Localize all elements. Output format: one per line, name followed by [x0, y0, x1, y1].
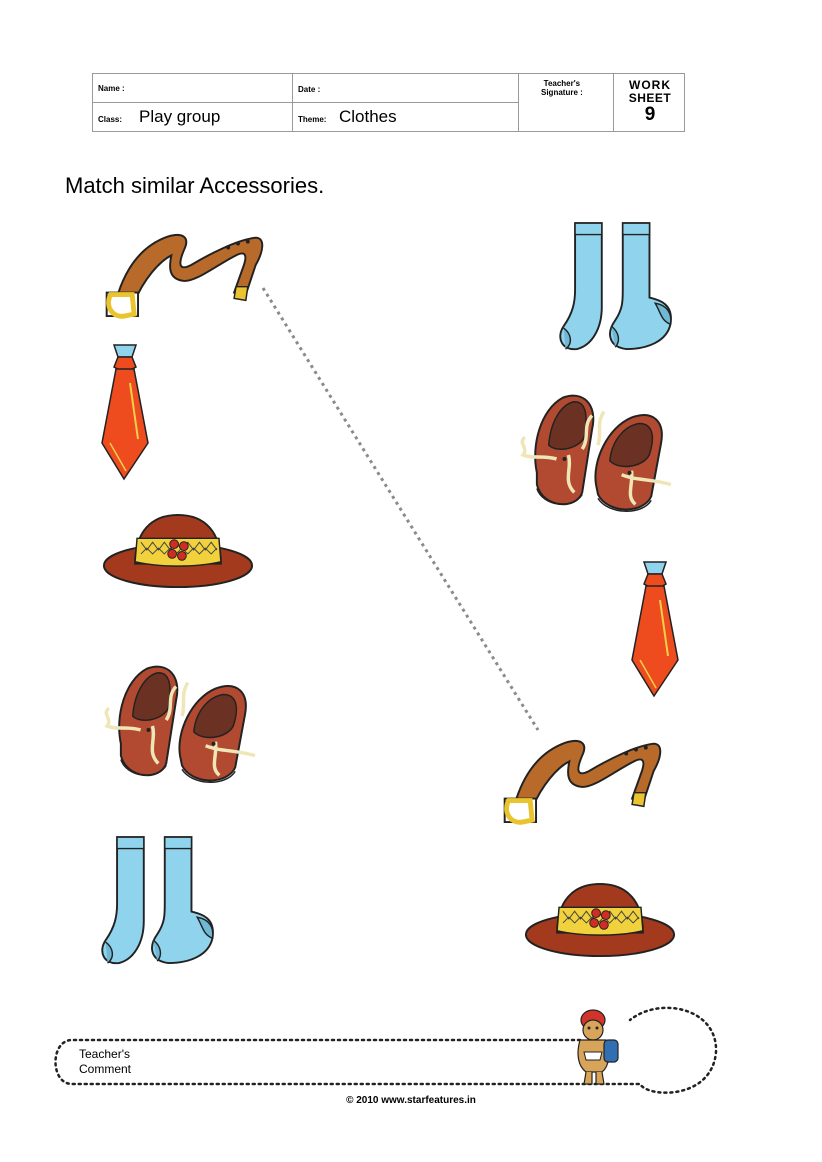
teacher-signature-label: Teacher's Signature : [541, 79, 583, 97]
instruction-title: Match similar Accessories. [65, 173, 325, 198]
worksheet-label-line2: SHEET [628, 91, 672, 105]
class-value: Play group [139, 107, 221, 126]
date-cell[interactable]: Date : [293, 74, 519, 103]
worksheet-label-line1: WORK [629, 78, 671, 92]
class-label: Class: [98, 115, 123, 124]
worksheet-header: Name : Date : Teacher's Signature : Clas… [92, 73, 685, 132]
class-cell: Class: Play group [93, 103, 293, 131]
worksheet-number-badge: WORK SHEET 9 [614, 74, 686, 131]
name-label: Name : [98, 84, 125, 93]
teacher-comment-label: Teacher's Comment [79, 1047, 131, 1077]
teacher-signature-label-line2: Signature : [541, 88, 583, 97]
dotted-match-line [261, 287, 540, 731]
teacher-signature-cell[interactable]: Teacher's Signature : [519, 74, 614, 131]
theme-label: Theme: [298, 115, 327, 124]
date-label: Date : [298, 85, 321, 94]
teacher-comment-label-line1: Teacher's [79, 1047, 130, 1061]
teacher-signature-label-line1: Teacher's [543, 79, 581, 88]
name-cell[interactable]: Name : [93, 74, 293, 103]
mascot-icon [577, 1009, 619, 1085]
teacher-comment-label-line2: Comment [79, 1062, 132, 1076]
theme-cell: Theme: Clothes [293, 103, 519, 131]
worksheet-number: 9 [644, 104, 656, 125]
copyright-footer: © 2010 www.starfeatures.in [346, 1095, 476, 1106]
theme-value: Clothes [339, 107, 397, 126]
